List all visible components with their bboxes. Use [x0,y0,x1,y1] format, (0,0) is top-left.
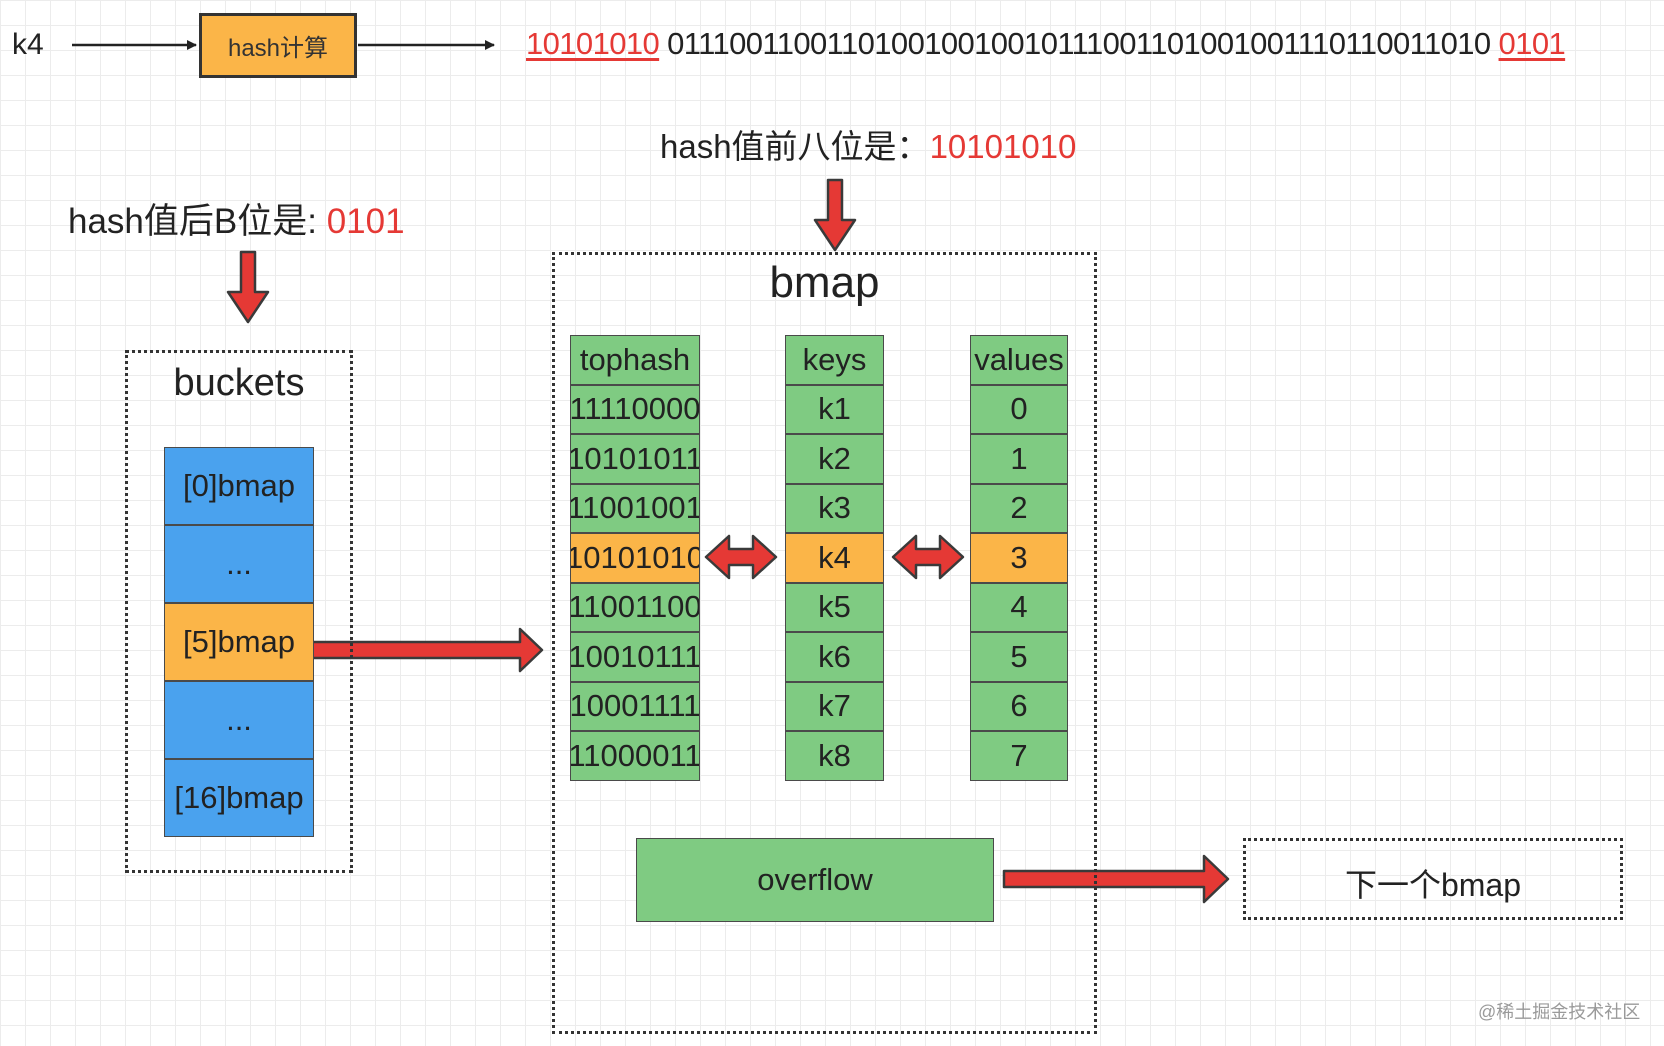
value-cell: 2 [970,483,1068,533]
bucket-item-label: [0]bmap [182,468,295,503]
value-cell: 6 [970,681,1068,731]
bucket-item-label: ... [226,546,252,581]
value-cell-label: 4 [1010,589,1028,625]
value-header: values [970,335,1068,385]
bucket-item-label: [16]bmap [174,780,304,815]
key-cell-label: k4 [818,539,851,575]
overflow-box: overflow [636,838,994,922]
key-cell: k7 [785,681,884,731]
key-header: keys [785,335,884,385]
key-cell-label: k2 [818,440,851,476]
key-cell-label: k6 [818,638,851,674]
key-cell-label: k3 [818,490,851,526]
keys-values-double-arrow [891,534,965,580]
key-label: k4 [12,28,44,61]
value-cell: 7 [970,731,1068,781]
front8-text: hash值前八位是： [660,128,930,165]
value-header-label: values [974,341,1064,377]
key-cell: k8 [785,731,884,781]
tophash-header: tophash [570,335,700,385]
hash-bits: 10101010 0111001100110100100100101110011… [526,26,1566,62]
value-cell-label: 7 [1010,737,1028,773]
bucket-item-label: [5]bmap [182,624,295,659]
bmap-container [552,252,1097,1034]
bucket-item: ... [164,681,314,759]
key-cell-label: k1 [818,391,851,427]
tophash-cell-label: 11001100 [570,589,700,625]
value-cell: 3 [970,533,1068,583]
key-cell: k2 [785,434,884,484]
tophash-cell-label: 11000011 [570,737,700,773]
tophash-cell: 10001111 [570,681,700,731]
key-cell: k6 [785,632,884,682]
value-cell-label: 1 [1010,440,1028,476]
tophash-header-label: tophash [579,341,691,377]
tophash-cell: 10101011 [570,434,700,484]
hash-calc-label: hash计算 [227,35,329,62]
tophash-cell: 10010111 [570,632,700,682]
tophash-cell: 10101010 [570,533,700,583]
front8-label: hash值前八位是：10101010 [660,120,1076,168]
value-cell: 5 [970,632,1068,682]
bucket-item: [0]bmap [164,447,314,525]
tophash-cell-label: 10001111 [570,688,700,724]
buckets-container [125,350,353,873]
watermark: @稀土掘金技术社区 [1478,1002,1641,1022]
front8-value: 10101010 [929,128,1077,165]
tophash-cell: 11000011 [570,731,700,781]
value-cell-label: 3 [1010,539,1028,575]
tophash-keys-double-arrow [704,534,778,580]
tophash-cell-label: 11001001 [570,490,700,526]
bucket-item: [5]bmap [164,603,314,681]
value-cell-label: 2 [1010,490,1028,526]
overflow-label: overflow [757,862,873,897]
hash-bits-middle: 0111001100110100100100101110011010010011… [667,26,1491,61]
tophash-cell-label: 10010111 [570,638,700,674]
bucket-item: [16]bmap [164,759,314,837]
down-arrow-bmap [813,178,857,252]
tophash-cell: 11001001 [570,483,700,533]
lastB-text: hash值后B位是: [68,202,327,241]
key-header-label: keys [802,341,867,377]
buckets-title: buckets [173,362,305,404]
value-cell-label: 5 [1010,638,1028,674]
value-cell: 1 [970,434,1068,484]
tophash-cell-label: 10101010 [570,539,700,575]
tophash-cell: 11110000 [570,384,700,434]
hash-calc-box: hash计算 [199,13,357,78]
key-cell: k5 [785,582,884,632]
key-cell-label: k7 [818,688,851,724]
tophash-cell-label: 11110000 [570,391,700,427]
overflow-to-next-arrow [1002,854,1230,904]
tophash-cell-label: 10101011 [570,440,700,476]
next-bmap-box [1243,838,1623,920]
hash-bits-suffix: 0101 [1498,26,1566,61]
lastB-label: hash值后B位是: 0101 [68,193,405,244]
value-cell-label: 0 [1010,391,1028,427]
tophash-cell: 11001100 [570,582,700,632]
key-cell: k4 [785,533,884,583]
next-bmap-label: 下一个bmap [1344,867,1522,903]
value-cell-label: 6 [1010,688,1028,724]
key-cell: k1 [785,384,884,434]
value-cell: 4 [970,582,1068,632]
bucket-to-bmap-arrow [310,627,544,673]
bucket-item: ... [164,525,314,603]
key-cell: k3 [785,483,884,533]
value-cell: 0 [970,384,1068,434]
key-cell-label: k5 [818,589,851,625]
hash-bits-prefix: 10101010 [526,26,660,61]
bucket-item-label: ... [226,702,252,737]
down-arrow-buckets [226,250,270,324]
bmap-title: bmap [769,258,880,307]
lastB-value: 0101 [326,202,405,241]
key-cell-label: k8 [818,737,851,773]
